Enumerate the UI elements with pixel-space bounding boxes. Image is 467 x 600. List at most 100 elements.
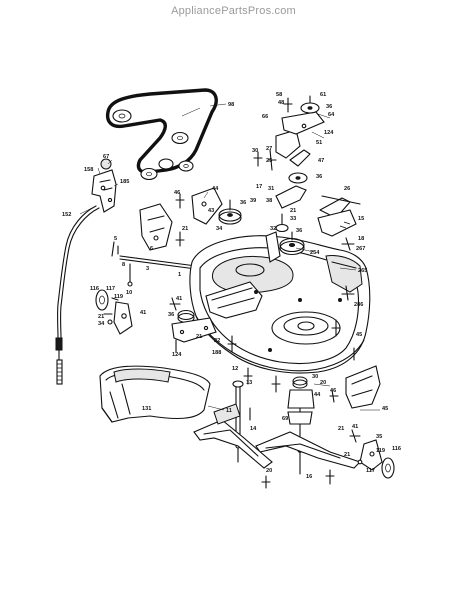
callout-48: 48 (278, 100, 284, 106)
callout-254: 254 (310, 250, 320, 256)
callout-10: 10 (126, 290, 132, 296)
deck-pulley-left (191, 187, 242, 225)
callout-39: 39 (250, 198, 256, 204)
callout-43: 43 (208, 208, 214, 214)
callout-44b: 44 (314, 392, 321, 398)
callout-25: 25 (266, 158, 272, 164)
callout-21d: 21 (290, 208, 296, 214)
callout-158: 158 (84, 167, 93, 173)
lift-link-assembly (111, 203, 197, 287)
callout-8: 8 (122, 262, 125, 268)
callout-21e: 21 (338, 426, 344, 432)
callout-265: 265 (358, 268, 367, 274)
callout-15: 15 (358, 216, 364, 222)
spindle-left (232, 380, 244, 463)
mower-deck-housing (189, 235, 371, 374)
callout-36e: 36 (296, 228, 302, 234)
blade-right (255, 431, 362, 469)
callout-124b: 124 (324, 130, 334, 136)
knob-67 (100, 158, 112, 170)
callout-41a: 41 (140, 310, 146, 316)
spindle-right (243, 367, 315, 475)
discharge-chute (99, 365, 211, 423)
callout-61: 61 (320, 92, 326, 98)
callout-117b: 117 (366, 468, 375, 474)
callout-34b: 34 (216, 226, 223, 232)
callout-14: 14 (250, 426, 257, 432)
callout-116b: 116 (392, 446, 401, 452)
callout-11: 11 (226, 408, 232, 414)
callout-46a: 46 (174, 190, 180, 196)
callout-38: 38 (266, 198, 272, 204)
callout-3: 3 (146, 266, 149, 272)
chute-deflector-right (329, 365, 381, 409)
callout-66: 66 (262, 114, 268, 120)
callout-188: 188 (212, 350, 221, 356)
callout-41b: 41 (176, 296, 182, 302)
callout-267: 267 (356, 246, 365, 252)
callout-20b: 20 (266, 468, 272, 474)
callout-67: 67 (103, 154, 109, 160)
callout-69: 69 (282, 416, 288, 422)
callout-44: 44 (212, 186, 219, 192)
callout-33: 33 (290, 216, 296, 222)
callout-20: 20 (320, 380, 326, 386)
blade-left (193, 403, 273, 469)
callout-116a: 116 (90, 286, 99, 292)
idler-arm-right (267, 129, 311, 209)
callout-119b: 119 (376, 448, 385, 454)
callout-47: 47 (318, 158, 324, 164)
callout-36d: 36 (316, 174, 322, 180)
callout-21f: 21 (344, 452, 350, 458)
callout-21c: 21 (196, 334, 202, 340)
callout-152: 152 (62, 212, 71, 218)
idler-bracket-top (281, 95, 325, 135)
callout-46b: 46 (330, 388, 336, 394)
callout-1: 1 (178, 272, 181, 278)
callout-labels: 98 67 158 185 152 116 117 119 21 34 41 5… (62, 92, 401, 480)
callout-119a: 119 (114, 294, 123, 300)
gauge-wheel-left (95, 289, 133, 335)
callout-34a: 34 (98, 321, 105, 327)
callout-36c: 36 (326, 104, 332, 110)
callout-17: 17 (256, 184, 262, 190)
drive-belt (105, 88, 218, 175)
callout-35: 35 (376, 434, 382, 440)
deck-pulley-center (265, 213, 305, 263)
callout-5: 5 (114, 236, 117, 242)
callout-26: 26 (344, 186, 350, 192)
misc-fasteners (175, 151, 355, 489)
callout-6: 6 (150, 246, 153, 252)
control-cable (55, 205, 100, 385)
lift-bracket (91, 169, 117, 213)
callout-185: 185 (120, 179, 129, 185)
callout-16: 16 (306, 474, 312, 480)
belt-pulley-group (112, 109, 194, 181)
callout-30b: 30 (312, 374, 318, 380)
gauge-wheel-right (349, 429, 395, 479)
callout-36b: 36 (168, 312, 174, 318)
callout-13: 13 (246, 380, 252, 386)
callout-64: 64 (328, 112, 335, 118)
callout-45a: 45 (356, 332, 362, 338)
callout-30a: 30 (252, 148, 258, 154)
callout-leaders (79, 103, 380, 411)
callout-31: 31 (268, 186, 274, 192)
callout-22: 22 (214, 338, 220, 344)
callout-41c: 41 (352, 424, 358, 430)
callout-32: 32 (270, 226, 276, 232)
callout-131: 131 (142, 406, 151, 412)
callout-117a: 117 (106, 286, 115, 292)
callout-286: 286 (354, 302, 363, 308)
callout-21b: 21 (182, 226, 188, 232)
callout-21a: 21 (98, 314, 104, 320)
rear-baffle-right (325, 255, 363, 301)
site-watermark: AppliancePartsPros.com (171, 5, 296, 17)
callout-18: 18 (358, 236, 364, 242)
callout-27: 27 (266, 146, 272, 152)
front-hanger-bracket (169, 297, 237, 353)
callout-45b: 45 (382, 406, 388, 412)
callout-58: 58 (276, 92, 282, 98)
